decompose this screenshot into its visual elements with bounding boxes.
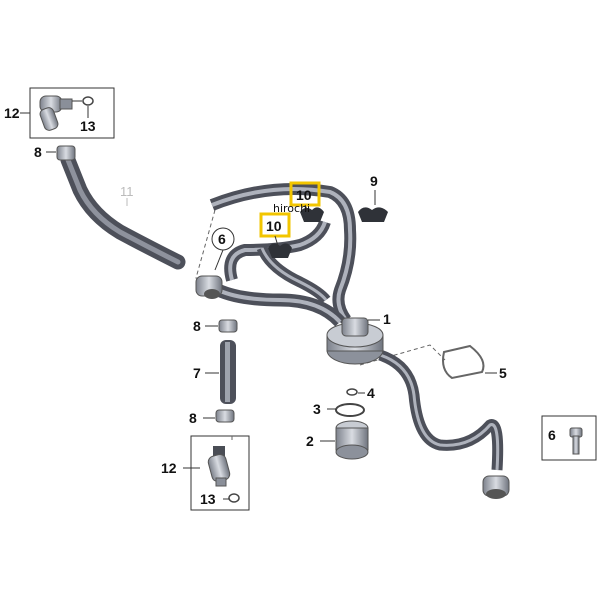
inset-box-top-left: 13 xyxy=(29,87,115,139)
straight-connector-icon xyxy=(207,446,231,487)
callout-2: 2 xyxy=(306,433,314,449)
callout-6-box: 6 xyxy=(548,427,556,443)
clamp-8-mid-icon xyxy=(218,319,238,333)
washer-4-icon xyxy=(346,388,358,396)
clip-10-upper-icon xyxy=(300,207,324,222)
callout-10-upper: 10 xyxy=(296,187,312,203)
callout-11: 11 xyxy=(120,184,134,199)
end-fitting-icon xyxy=(482,475,510,499)
regulator-body-2-icon xyxy=(335,420,369,460)
bolt-icon xyxy=(569,427,583,455)
hose-11 xyxy=(60,152,186,270)
clamp-8-top-icon xyxy=(56,145,76,161)
callout-12-top: 12 xyxy=(4,105,20,121)
inset-box-bottom-left: 13 xyxy=(190,435,250,511)
callout-10-lower: 10 xyxy=(266,218,282,234)
clip-10-lower-icon xyxy=(268,243,292,258)
elbow-connector-icon xyxy=(39,95,73,131)
callout-10-lower-highlight: 10 xyxy=(259,212,291,247)
callout-9: 9 xyxy=(370,173,378,189)
o-ring-icon-bottom xyxy=(223,493,240,503)
short-hose-7-icon xyxy=(220,340,236,404)
callout-3: 3 xyxy=(313,401,321,417)
watermark-text: hirochi xyxy=(273,202,310,215)
callout-6-circle-group: 6 xyxy=(211,227,235,271)
callout-4: 4 xyxy=(367,385,375,401)
callout-1: 1 xyxy=(383,311,391,327)
callout-8-top: 8 xyxy=(34,144,42,160)
callout-13-top: 13 xyxy=(80,118,96,134)
callout-11-group: 11 xyxy=(120,184,134,206)
callout-5: 5 xyxy=(499,365,507,381)
clip-9-icon xyxy=(358,207,388,222)
hose-connector-6-icon xyxy=(195,275,223,299)
bracket-5-icon xyxy=(442,344,485,380)
callout-6-circle: 6 xyxy=(218,231,226,247)
inset-box-right: 6 xyxy=(541,415,597,461)
callout-8-bottom: 8 xyxy=(189,410,197,426)
callout-10-upper-highlight: 10 xyxy=(289,181,321,213)
callout-8-mid: 8 xyxy=(193,318,201,334)
callout-13-bottom: 13 xyxy=(200,491,216,507)
o-ring-3-icon xyxy=(335,403,365,417)
hose-network-main xyxy=(209,183,504,471)
callout-7: 7 xyxy=(193,365,201,381)
callout-12-bottom: 12 xyxy=(161,460,177,476)
o-ring-icon xyxy=(72,96,94,106)
clamp-8-bottom-icon xyxy=(215,409,235,423)
pressure-regulator-1-icon xyxy=(326,317,384,365)
